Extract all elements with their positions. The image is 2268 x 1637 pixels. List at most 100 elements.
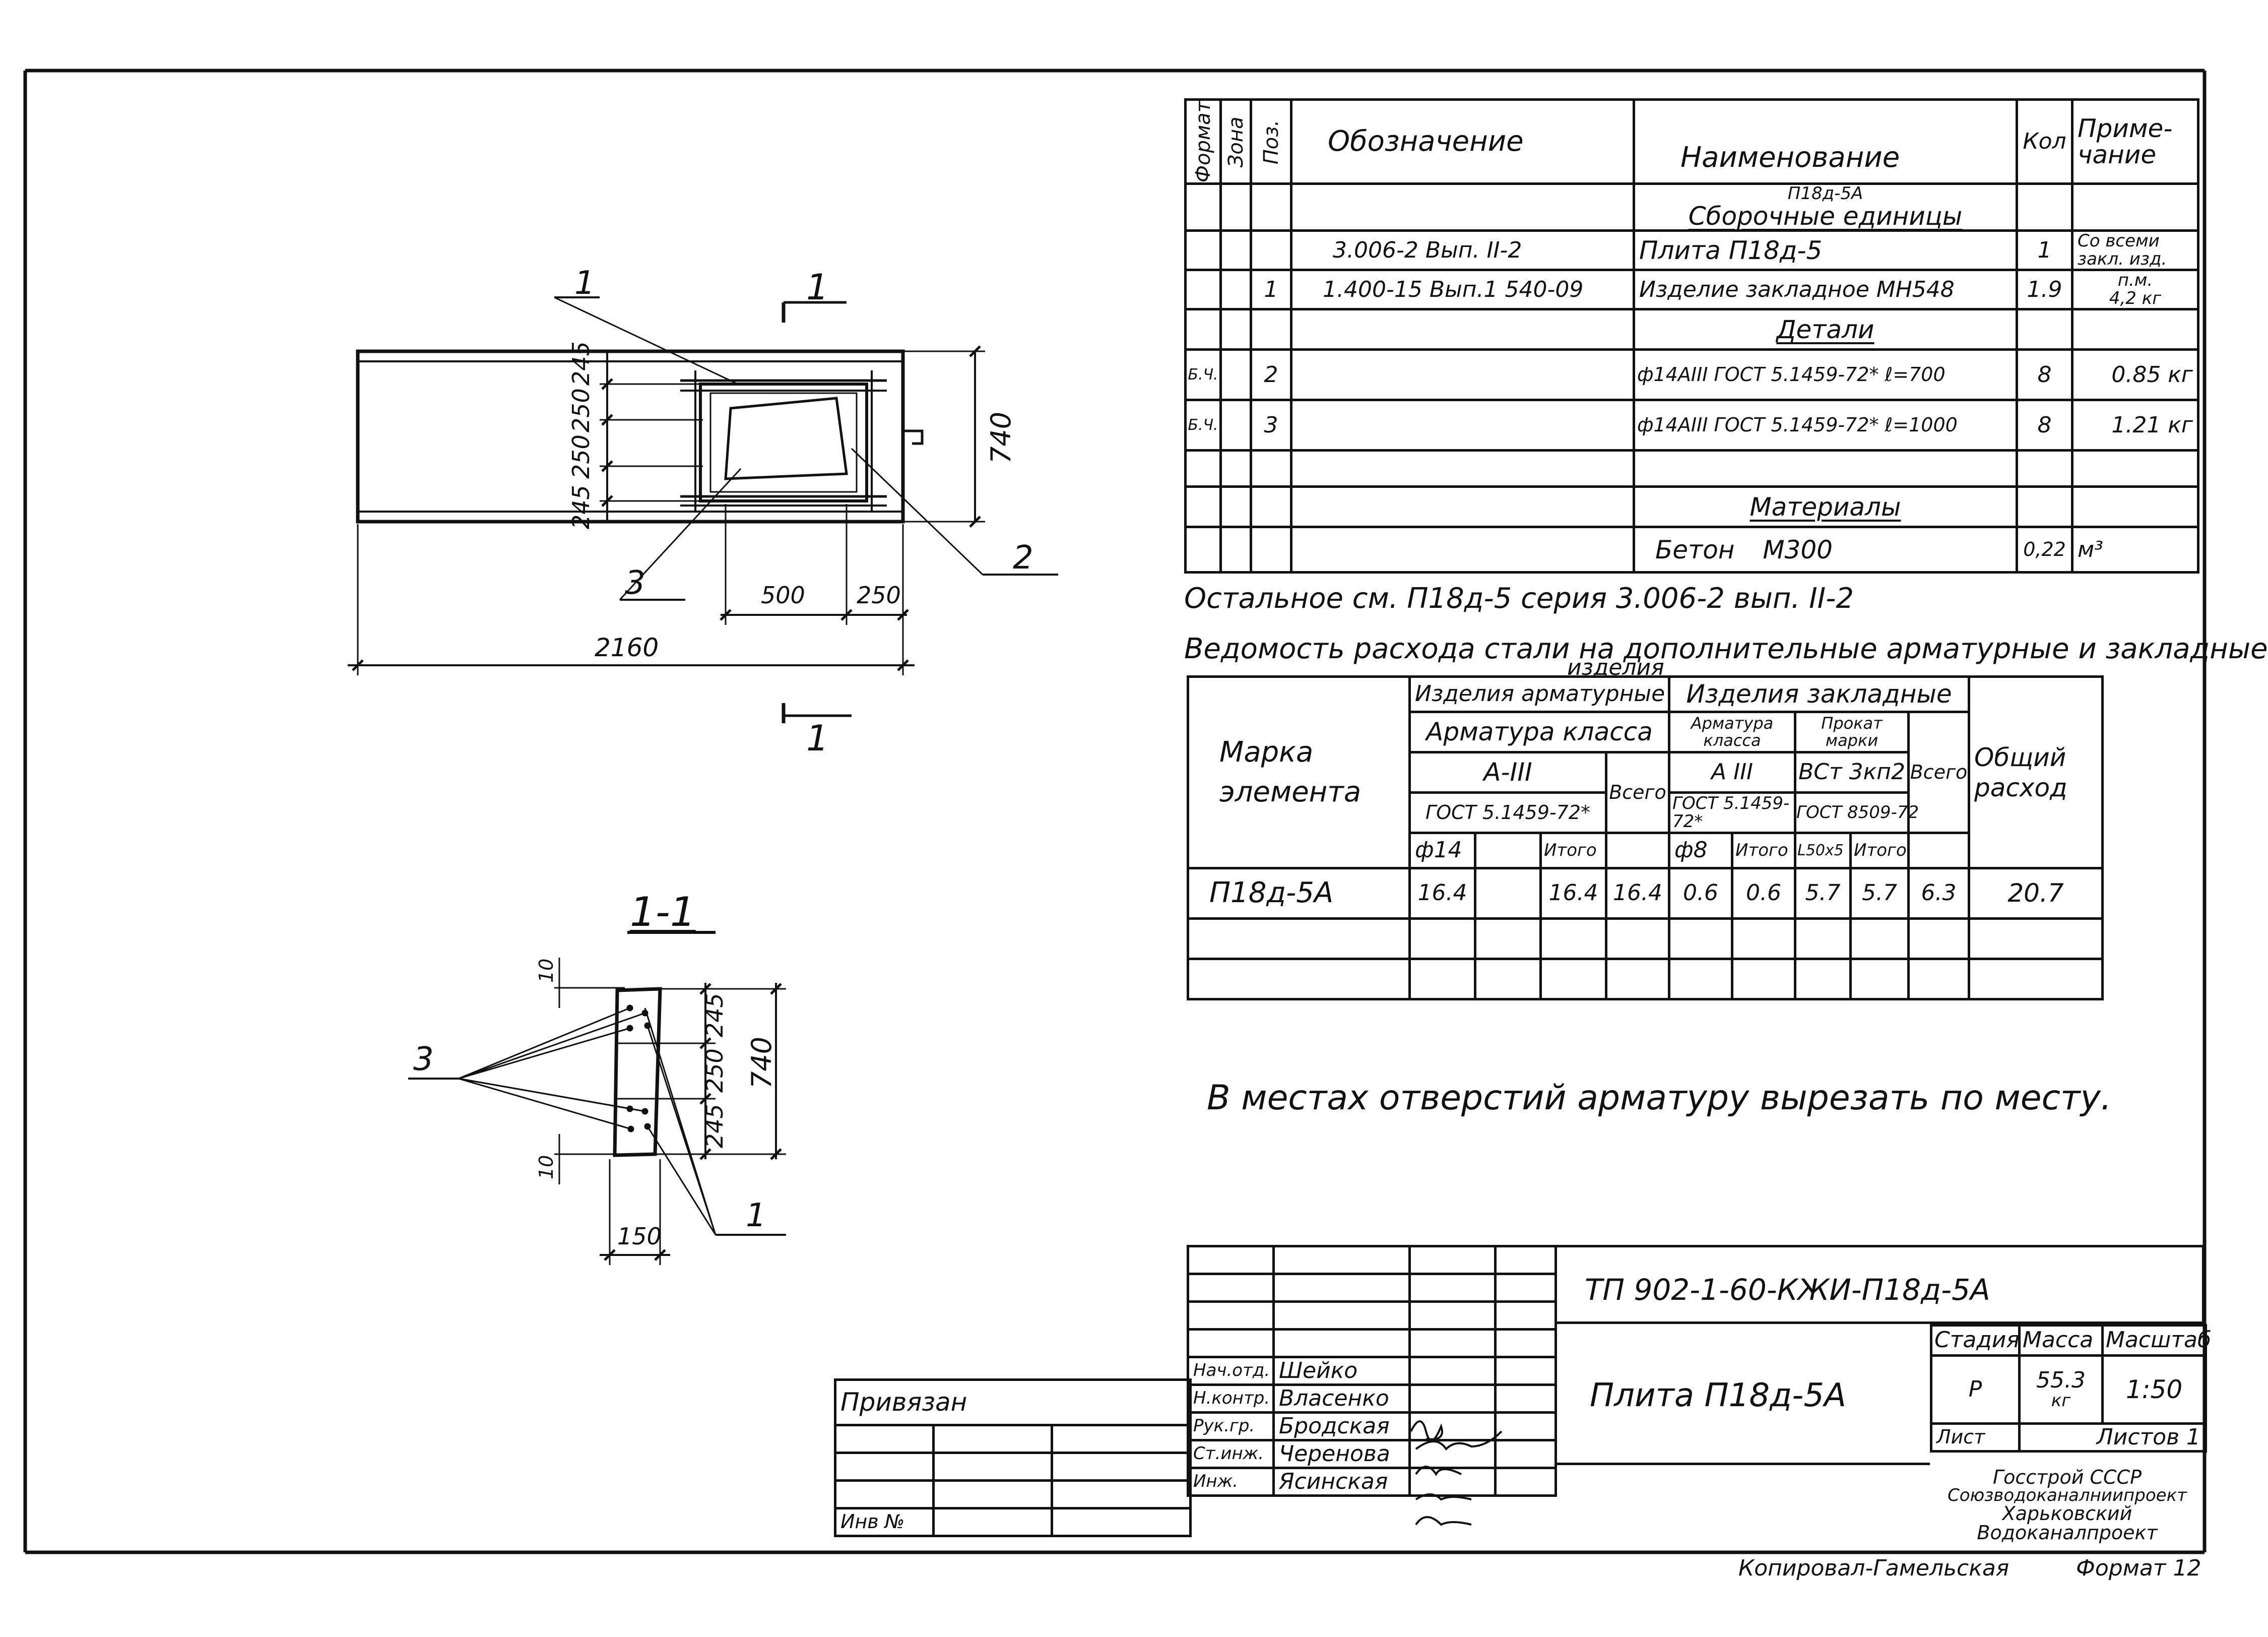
name-cell: ф14АIII ГОСТ 5.1459-72* ℓ=1000 — [1633, 399, 2018, 452]
mass-header: Масса — [2018, 1324, 2104, 1357]
steel-grade: ВСт 3кп2 — [1794, 751, 1910, 794]
role-cell: Нач.отд. — [1187, 1356, 1275, 1386]
gost-2: ГОСТ 5.1459-72* — [1668, 791, 1797, 834]
armature-class-header: Арматура класса — [1408, 711, 1671, 753]
spec-header-row: Формат Зона Поз. Обозначение Наименовани… — [1185, 98, 2199, 185]
note-cell: п.м.4,2 кг — [2071, 269, 2199, 311]
sheets-count: Листов 1 — [2018, 1422, 2207, 1453]
org-line-1: Госстрой СССР — [1992, 1466, 2142, 1488]
armature-items-header: Изделия арматурные — [1408, 675, 1671, 713]
dim-500: 500 — [761, 582, 805, 609]
col-qty: Кол — [2016, 98, 2073, 185]
scale-value: 1:50 — [2101, 1354, 2207, 1425]
class-a3: А-III — [1408, 751, 1607, 794]
col-pos: Поз. — [1251, 99, 1291, 184]
col-designation: Обозначение — [1290, 98, 1635, 185]
code-box: ТП 902-1-60-КЖИ-П18д-5А — [1554, 1245, 2205, 1324]
mass-value: 55.3 — [2036, 1367, 2086, 1394]
embedded-items-header: Изделия закладные — [1668, 675, 1971, 713]
section-dim-150: 150 — [617, 1223, 662, 1250]
mark-header: Марка элемента — [1187, 675, 1411, 869]
gost-1: ГОСТ 5.1459-72* — [1408, 791, 1607, 834]
d14-header: ф14 — [1408, 832, 1476, 869]
specification-table: Формат Зона Поз. Обозначение Наименовани… — [1184, 98, 2199, 574]
scale-header: Масштаб — [2101, 1324, 2211, 1357]
stage-value: Р — [1930, 1354, 2021, 1425]
dim-245-bottom: 245 — [567, 485, 595, 529]
org-line-2: Союзводоканалниипроект — [1948, 1485, 2187, 1505]
callout-3: 3 — [625, 564, 645, 602]
class-a3-emb: А III — [1668, 751, 1797, 794]
name-cell: Бродская — [1272, 1411, 1411, 1441]
section-dim-250: 250 — [701, 1048, 728, 1093]
role-cell: Инж. — [1187, 1467, 1275, 1497]
section-dim-245-top: 245 — [701, 993, 728, 1037]
mark-cell: П18д-5А — [1187, 867, 1411, 920]
dim-250-upper: 250 — [567, 388, 595, 432]
itogo-2-header: Итого — [1731, 832, 1797, 869]
spec-row: 1 1.400-15 Вып.1 540-09 Изделие закладно… — [1184, 269, 2199, 311]
steel-table-title: Ведомость расхода стали на дополнительны… — [1184, 633, 2268, 665]
total-arm-header: Всего — [1604, 751, 1671, 834]
note-cut: В местах отверстий арматуру вырезать по … — [1207, 1078, 2112, 1118]
steel-table-title-l2: изделия — [1567, 655, 1664, 680]
role-cell: Н.контр. — [1187, 1383, 1275, 1414]
name-cell: Изделие закладное МН548 — [1633, 269, 2018, 311]
dim-10-bottom: 10 — [535, 1155, 557, 1179]
dim-10-top: 10 — [535, 958, 557, 983]
section-materials-title: Материалы — [1633, 485, 2018, 529]
tied-block: Привязан Инв № — [834, 1378, 1192, 1537]
name-cell: Черенова — [1272, 1439, 1411, 1469]
spec-row: Бетон М300 0,22 м³ — [1184, 526, 2199, 574]
overall-header: Общий расход — [1968, 675, 2104, 869]
callout-2: 2 — [1013, 539, 1033, 577]
col-zone: Зона — [1220, 99, 1251, 184]
section-mark-bottom: 1 — [806, 718, 829, 759]
section-title: 1-1 — [630, 889, 696, 935]
role-cell: Рук.гр. — [1187, 1411, 1275, 1441]
org-line-4: Водоканалпроект — [1977, 1522, 2158, 1544]
section-details-title: Детали — [1633, 308, 2018, 351]
copied-by: Копировал-Гамельская — [1738, 1555, 2010, 1581]
spec-section-materials: Материалы — [1184, 485, 2199, 529]
section-dim-740: 740 — [746, 1036, 777, 1089]
col-note-l2: чание — [2078, 140, 2157, 170]
tied-label: Привязан — [834, 1378, 1192, 1426]
drawing-title: Плита П18д-5А — [1590, 1377, 1846, 1414]
dim-250-horizontal: 250 — [857, 582, 901, 609]
armature-class-emb-header: Арматура класса — [1668, 711, 1797, 753]
dim-2160: 2160 — [595, 633, 659, 662]
itogo-1-header: Итого — [1539, 832, 1607, 869]
angle-header: L50x5 — [1794, 832, 1852, 869]
format-label: Формат 12 — [2076, 1555, 2201, 1581]
col-note: Приме-чание — [2071, 98, 2199, 185]
designation-cell: 3.006-2 Вып. II-2 — [1290, 229, 1635, 272]
section-mark-top: 1 — [806, 267, 829, 308]
organization: Госстрой СССР Союзводоканалниипроект Хар… — [1930, 1468, 2205, 1542]
name-cell: Бетон М300 — [1633, 526, 2018, 574]
spec-row: 3.006-2 Вып. II-2 Плита П18д-5 1 Со всем… — [1184, 229, 2199, 272]
spec-section-assembly: П18д-5А Сборочные единицы — [1184, 182, 2199, 232]
spec-row: Б.Ч. 2 ф14АIII ГОСТ 5.1459-72* ℓ=700 8 0… — [1184, 348, 2199, 402]
note-cell: м³ — [2071, 526, 2199, 574]
title-box: Плита П18д-5А — [1554, 1324, 1930, 1465]
spec-empty-row — [1184, 449, 2199, 488]
group-label: П18д-5А — [1787, 183, 1863, 204]
gost-3: ГОСТ 8509-72 — [1794, 791, 1919, 834]
drawing-code: ТП 902-1-60-КЖИ-П18д-5А — [1585, 1273, 1990, 1307]
steel-consumption-table: Марка элемента Изделия арматурные Издели… — [1187, 675, 2104, 1000]
section-1-1-view — [408, 931, 786, 1265]
spec-row: Б.Ч. 3 ф14АIII ГОСТ 5.1459-72* ℓ=1000 8 … — [1184, 399, 2199, 452]
section-assembly-cell: П18д-5А Сборочные единицы — [1633, 182, 2018, 232]
name-cell: ф14АIII ГОСТ 5.1459-72* ℓ=700 — [1633, 348, 2018, 402]
col-format: Формат — [1185, 99, 1221, 184]
name-cell: Плита П18д-5 — [1633, 229, 2018, 272]
total-emb-header: Всего — [1907, 711, 1971, 834]
note-cell: 1.21 кг — [2071, 399, 2199, 452]
section-assembly-title: Сборочные единицы — [1688, 201, 1963, 231]
designation-cell: 1.400-15 Вып.1 540-09 — [1290, 269, 1635, 311]
section-callout-1: 1 — [746, 1197, 766, 1234]
